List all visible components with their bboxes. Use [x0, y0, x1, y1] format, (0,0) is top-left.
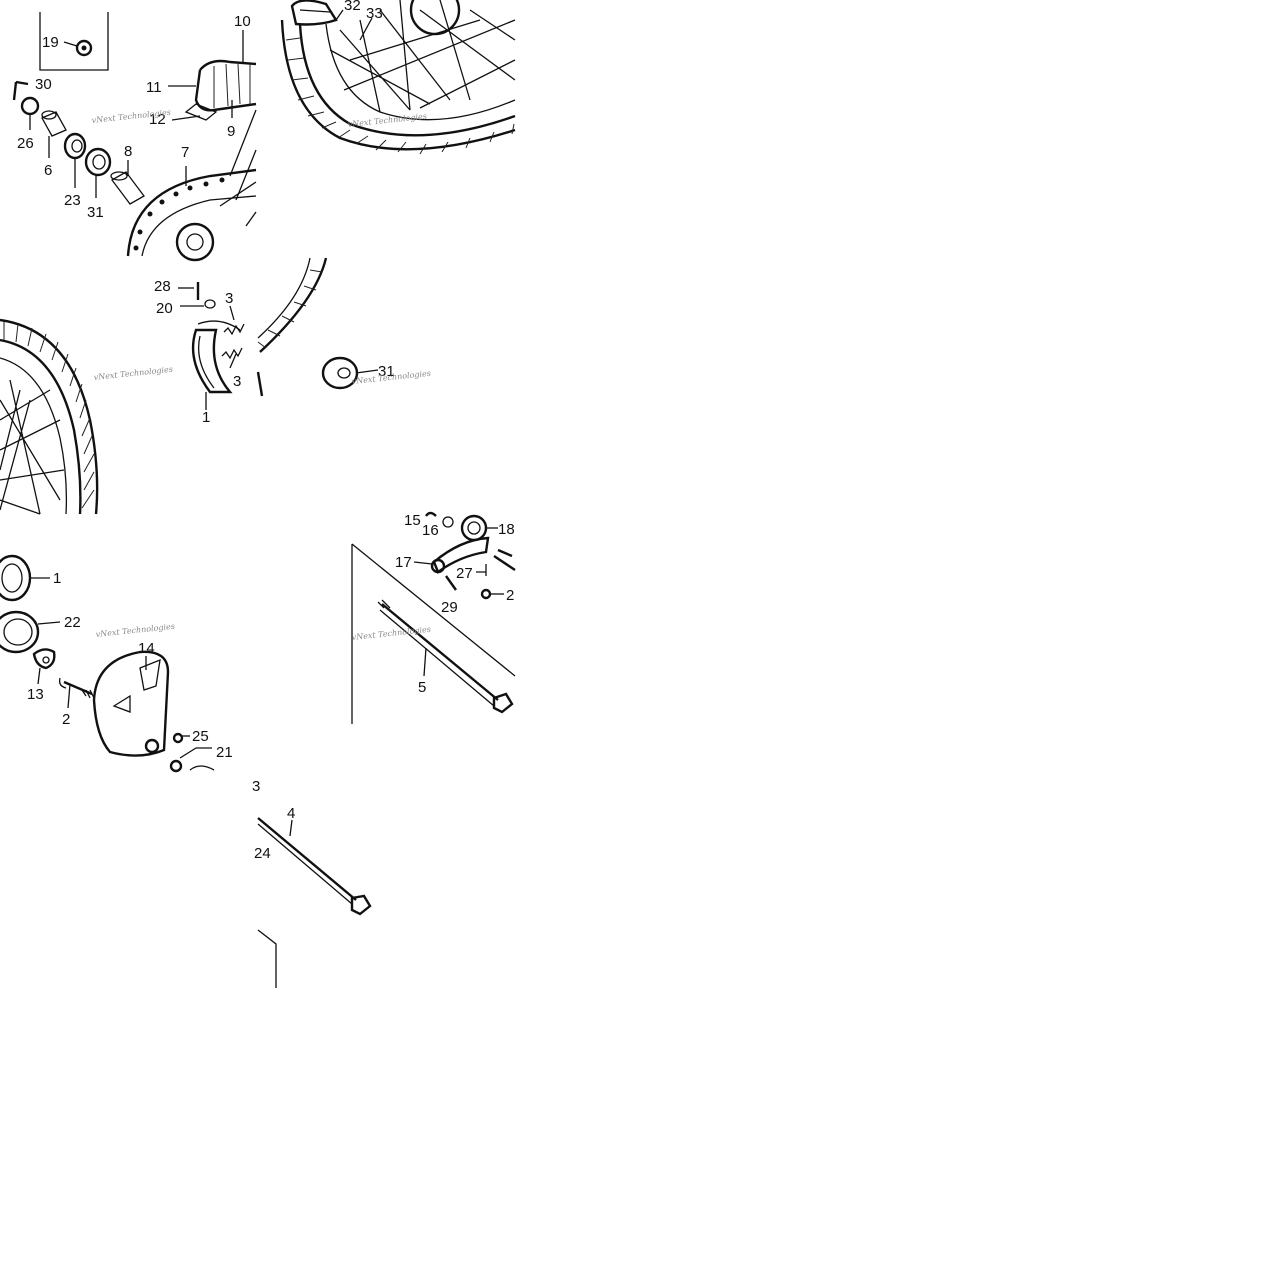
callout-21: 21 — [216, 744, 233, 761]
callout-1a: 1 — [202, 409, 210, 426]
callout-24: 24 — [254, 845, 271, 862]
callout-5: 5 — [418, 679, 426, 696]
callout-27: 27 — [456, 565, 473, 582]
callout-9: 9 — [227, 123, 235, 140]
callout-3a: 3 — [225, 290, 233, 307]
panel-bolts — [169, 732, 215, 773]
callout-17: 17 — [395, 554, 412, 571]
callout-31b: 31 — [378, 363, 395, 380]
callout-30: 30 — [35, 76, 52, 93]
callout-33: 33 — [366, 5, 383, 22]
callout-16: 16 — [422, 522, 439, 539]
callout-19: 19 — [42, 34, 59, 51]
tile-front-axle — [257, 817, 372, 988]
axle-nut-part — [20, 96, 40, 116]
rear-spokes — [0, 379, 65, 515]
rear-tire — [0, 318, 99, 515]
callout-22: 22 — [64, 614, 81, 631]
tire-tube-section — [168, 30, 257, 121]
callout-29: 29 — [441, 599, 458, 616]
cotter-pin-part — [12, 80, 29, 101]
callout-18: 18 — [498, 521, 515, 538]
tile-brake-panel — [0, 554, 215, 773]
callout-8: 8 — [124, 143, 132, 160]
watermark: vNext Technologies — [95, 622, 175, 639]
callout-3c: 3 — [252, 778, 260, 795]
wheel-hub-part — [126, 109, 257, 262]
front-tire — [280, 19, 516, 155]
watermarks: vNext Technologies vNext Technologies vN… — [91, 108, 431, 642]
tile-rear-axle — [351, 511, 516, 724]
axle-frame-line — [351, 543, 516, 724]
frame-corner — [257, 929, 277, 988]
front-axle-part — [257, 817, 372, 916]
callout-25: 25 — [192, 728, 209, 745]
tile-front-wheel — [280, 0, 516, 155]
callout-31a: 31 — [87, 204, 104, 221]
callout-28: 28 — [154, 278, 171, 295]
callout-15: 15 — [404, 512, 421, 529]
callout-4: 4 — [287, 805, 295, 822]
bearing-part — [84, 147, 112, 177]
callout-11: 11 — [146, 79, 162, 96]
watermark: vNext Technologies — [351, 625, 431, 642]
tile-rear-wheel — [0, 282, 245, 515]
callout-10: 10 — [234, 13, 251, 30]
watermark: vNext Technologies — [93, 365, 173, 382]
brake-pin-part — [178, 282, 200, 300]
brake-springs — [221, 305, 245, 369]
callouts: 19 10 11 30 12 9 26 6 8 7 23 31 32 33 28… — [17, 0, 515, 862]
callout-3b: 3 — [233, 373, 241, 390]
callout-13: 13 — [27, 686, 44, 703]
callout-2b: 2 — [62, 711, 70, 728]
callout-20: 20 — [156, 300, 173, 317]
item-19-frame — [39, 12, 109, 71]
callout-26: 26 — [17, 135, 34, 152]
torque-link-part — [413, 511, 516, 600]
spacer-part — [41, 110, 67, 158]
callout-2a: 2 — [506, 587, 514, 604]
callout-1b: 1 — [53, 570, 61, 587]
tire-edge — [256, 257, 328, 397]
dust-seal-ring — [0, 610, 61, 654]
wheel-bearing-part — [321, 356, 379, 390]
brake-cam-part — [32, 648, 56, 685]
callout-7: 7 — [181, 144, 189, 161]
callout-12: 12 — [149, 111, 166, 128]
callout-6: 6 — [44, 162, 52, 179]
brake-arm-shaft — [58, 677, 95, 709]
brake-washer-part — [180, 299, 216, 309]
front-spokes — [329, 0, 516, 113]
nut-part — [63, 39, 93, 57]
brake-shoe-ring — [0, 554, 50, 602]
tube-valve — [290, 0, 373, 41]
callout-32: 32 — [344, 0, 361, 14]
brake-panel-part — [92, 650, 170, 757]
tile-hub-parts — [12, 12, 257, 262]
distance-collar-part — [110, 160, 145, 205]
rear-axle-part — [377, 599, 514, 714]
callout-14: 14 — [138, 640, 155, 657]
brake-shoe-part — [191, 320, 241, 410]
callout-23: 23 — [64, 192, 81, 209]
tile-bearing — [256, 257, 379, 397]
